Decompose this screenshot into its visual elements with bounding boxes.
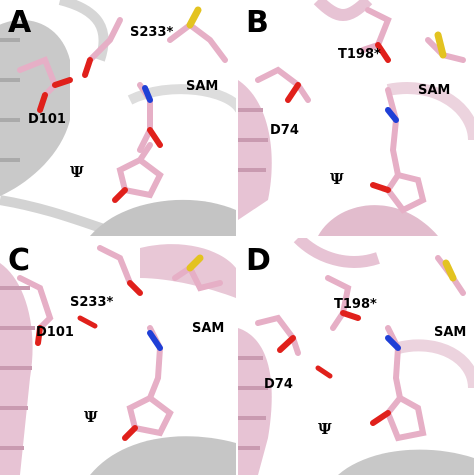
panel-c-structure	[0, 244, 236, 475]
ribbon-helix	[0, 20, 70, 197]
residue-label-asp: D101	[28, 112, 66, 127]
residue-label-sam: SAM	[418, 83, 451, 98]
panel-letter: A	[8, 5, 32, 40]
ribbon-helix-stripes	[238, 108, 268, 172]
ribbon-helix-stripes	[0, 38, 20, 162]
ribbon-strand	[90, 199, 236, 236]
psi-label: Ψ	[330, 170, 344, 188]
panel-d: D T198* SAM D74 Ψ	[238, 238, 474, 475]
residue-sticks	[255, 255, 466, 442]
panel-letter: D	[246, 243, 271, 278]
residue-sticks	[255, 7, 466, 214]
residue-label-sam: SAM	[186, 79, 219, 94]
ribbon-helix	[238, 80, 272, 220]
residue-label-serine: S233*	[130, 25, 174, 40]
ribbon-helix	[238, 328, 272, 475]
residue-label-asp: D101	[36, 325, 74, 340]
ribbon-strand	[318, 205, 438, 236]
psi-label: Ψ	[70, 163, 84, 181]
residue-label-serine: S233*	[70, 295, 114, 310]
psi-label: Ψ	[84, 408, 98, 426]
residue-label-sam: SAM	[192, 321, 225, 336]
ribbon-loop	[396, 339, 474, 389]
panel-divider-horizontal	[0, 236, 474, 238]
ribbon-loop	[386, 82, 474, 141]
residue-label-sam: SAM	[434, 325, 467, 340]
panel-letter: B	[246, 5, 269, 40]
residue-sticks	[17, 245, 223, 441]
residue-label-serine: T198*	[338, 47, 381, 62]
ribbon-loop	[0, 195, 142, 236]
residue-label-asp: D74	[264, 377, 293, 392]
panel-d-structure	[238, 238, 474, 475]
residue-label-asp: D74	[270, 123, 299, 138]
ribbon-helix-stripes	[0, 286, 35, 450]
panel-b: B T198* SAM D74 Ψ	[238, 0, 474, 236]
panel-c: C S233* SAM D101 Ψ	[0, 238, 236, 475]
ribbon-strand	[90, 436, 236, 475]
panel-b-structure	[238, 0, 474, 236]
panel-letter: C	[8, 243, 31, 278]
panel-a-structure	[0, 0, 236, 236]
ribbon-helix-stripes	[238, 356, 268, 450]
ribbon-loop	[313, 0, 373, 21]
residue-sticks	[17, 6, 228, 203]
ribbon-strand	[338, 449, 474, 475]
residue-label-serine: T198*	[334, 297, 377, 312]
panel-a: A S233* SAM D101 Ψ	[0, 0, 236, 236]
psi-label: Ψ	[318, 420, 332, 438]
ribbon-loop	[293, 238, 380, 268]
